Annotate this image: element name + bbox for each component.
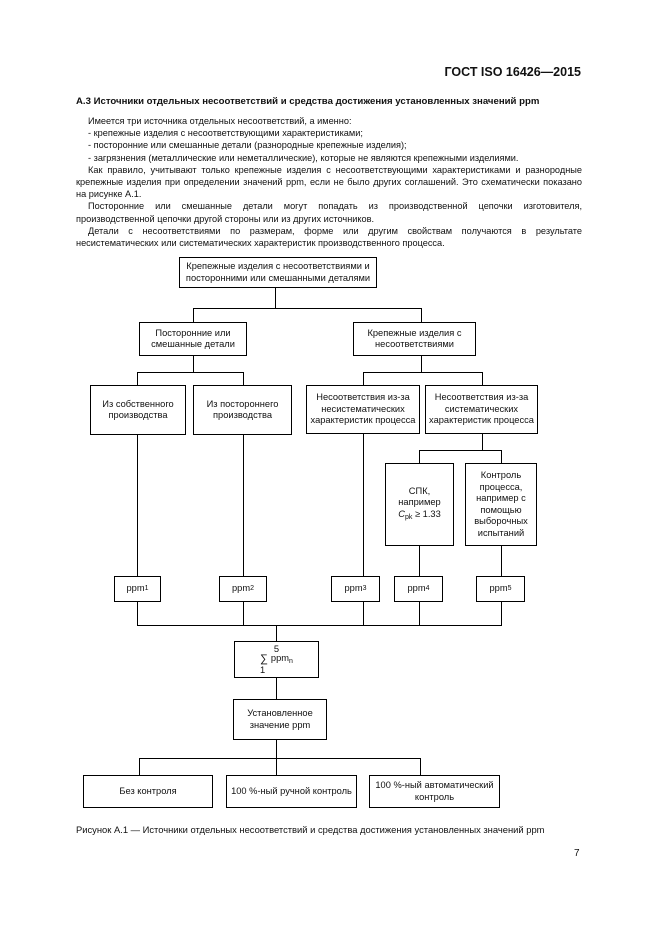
sum-lower-limit: 1 bbox=[260, 664, 266, 675]
paragraph: Имеется три источника отдельных несоотве… bbox=[88, 116, 352, 126]
non-systematic-box: Несоответствия из-за несистематических х… bbox=[306, 385, 420, 434]
body-text: Имеется три источника отдельных несоотве… bbox=[76, 115, 582, 249]
no-control-box: Без контроля bbox=[83, 775, 213, 808]
paragraph: Как правило, учитывают только крепежные … bbox=[76, 164, 582, 200]
nonconforming-fasteners-box: Крепежные изделия с несоответствиями bbox=[353, 322, 476, 356]
sum-ppm-subscript: n bbox=[289, 657, 293, 665]
ppm-label: ppm bbox=[232, 583, 251, 594]
figure-caption: Рисунок А.1 — Источники отдельных несоот… bbox=[76, 824, 545, 835]
process-control-box: Контроль процесса, например с помощью вы… bbox=[465, 463, 537, 546]
cpk-symbol: C bbox=[398, 508, 405, 519]
ppm-label: ppm bbox=[344, 583, 363, 594]
cpk-threshold: ≥ 1.33 bbox=[412, 508, 441, 519]
sigma-symbol: ∑ bbox=[260, 653, 268, 665]
ppm-subscript: 5 bbox=[507, 585, 512, 593]
sum-ppm-text: ppm bbox=[270, 652, 290, 663]
section-title: А.3 Источники отдельных несоответствий и… bbox=[76, 96, 540, 107]
sum-box: 5 ∑ ppmn 1 bbox=[234, 641, 319, 678]
list-item: - крепежные изделия с несоответствующими… bbox=[88, 128, 363, 139]
ppm-subscript: 2 bbox=[250, 585, 254, 593]
spc-label: СПК, bbox=[408, 485, 431, 496]
cpk-subscript: pk bbox=[404, 513, 413, 521]
ppm-subscript: 1 bbox=[144, 585, 149, 593]
spc-box: СПК, например Cpk ≥ 1.33 bbox=[385, 463, 454, 546]
ppm-label: ppm bbox=[489, 583, 508, 594]
sum-expression: ∑ ppmn bbox=[260, 652, 293, 666]
systematic-box: Несоответствия из-за систематических хар… bbox=[425, 385, 538, 434]
sum-upper-limit: 5 bbox=[273, 643, 280, 654]
manual-control-box: 100 %-ный ручной контроль bbox=[226, 775, 357, 808]
ppm-subscript: 4 bbox=[425, 585, 430, 593]
automatic-control-box: 100 %-ный автоматический контроль bbox=[369, 775, 500, 808]
paragraph: Детали с несоответствиями по размерам, ф… bbox=[76, 225, 582, 249]
other-production-box: Из постороннего производства bbox=[193, 385, 292, 435]
cpk-condition: Cpk ≥ 1.33 bbox=[398, 509, 441, 524]
target-ppm-box: Установленное значение ppm bbox=[233, 699, 327, 740]
page-number: 7 bbox=[574, 848, 580, 859]
top-box: Крепежные изделия с несоответствиями и п… bbox=[179, 257, 377, 288]
ppm-subscript: 3 bbox=[362, 585, 367, 593]
list-item: - посторонние или смешанные детали (разн… bbox=[88, 140, 407, 151]
ppm-label: ppm bbox=[407, 583, 426, 594]
spc-example-label: например bbox=[398, 497, 441, 508]
document-code: ГОСТ ISO 16426—2015 bbox=[444, 65, 581, 79]
own-production-box: Из собственного производства bbox=[90, 385, 186, 435]
list-item: - загрязнения (металлические или неметал… bbox=[88, 152, 519, 163]
ppm-label: ppm bbox=[126, 583, 145, 594]
foreign-parts-box: Посторонние или смешанные детали bbox=[139, 322, 247, 356]
paragraph: Посторонние или смешанные детали могут п… bbox=[76, 201, 582, 224]
sum-ppm-label: ppmn bbox=[270, 652, 293, 666]
